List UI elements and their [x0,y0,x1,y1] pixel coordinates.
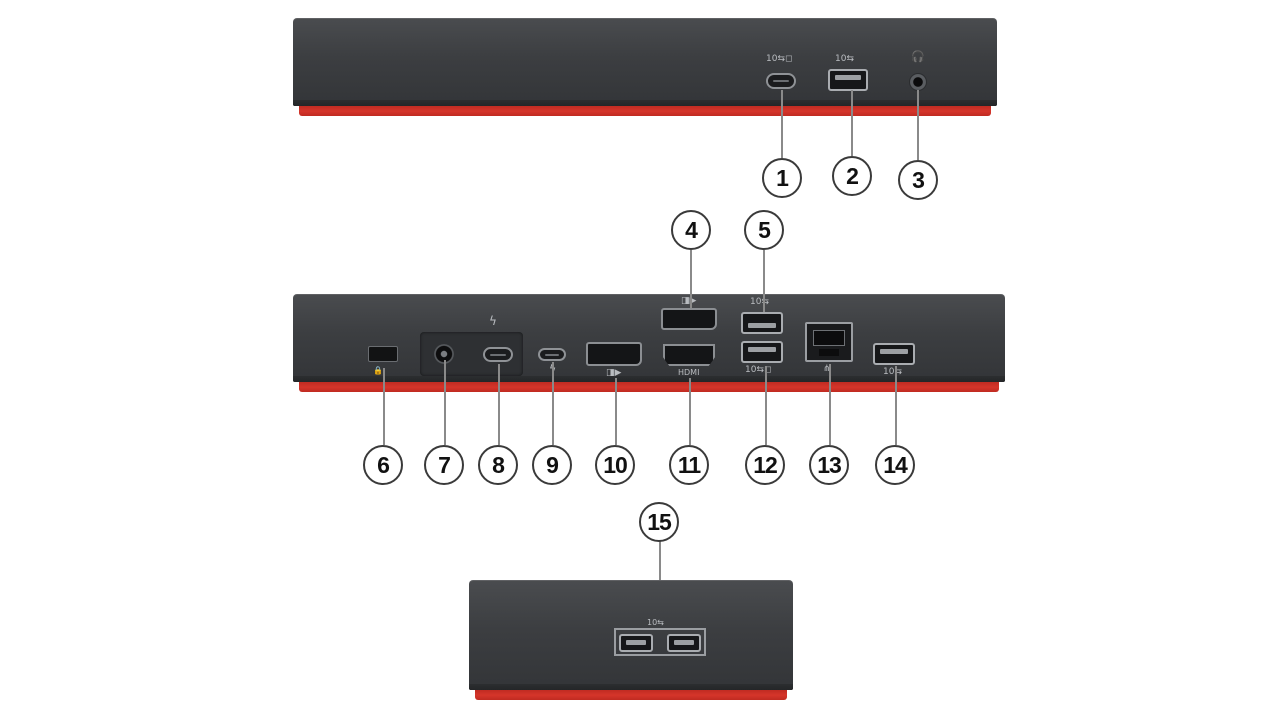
hdmi-label: HDMI [678,368,700,377]
leader-line-14 [895,366,897,445]
callout-6: 6 [363,445,403,485]
callout-2: 2 [832,156,872,196]
callout-5: 5 [744,210,784,250]
dock-side-view: 10⇆ [469,580,793,700]
leader-line-11 [689,378,691,445]
thunderbolt-laptop-icon: ϟ [489,314,497,328]
security-lock-slot [368,346,398,362]
callout-12: 12 [745,445,785,485]
usb-a-port-side-right [667,634,701,652]
usb-pair-label-icon: 10⇆ [647,618,664,627]
leader-line-12 [765,366,767,445]
leader-line-5 [763,250,765,312]
callout-15: 15 [639,502,679,542]
ethernet-icon: ⋔ [823,364,831,374]
hdmi-port [663,344,715,366]
ethernet-port [805,322,853,362]
usb-a-label-icon: 10⇆ [883,367,902,377]
leader-line-3 [917,90,919,160]
callout-1: 1 [762,158,802,198]
usb-a-pair-frame [614,628,706,656]
leader-line-7 [444,360,446,445]
dock-rear-view: 🔒 ϟ ϟ ◨▶ ◨▶ HDMI 10⇆ 10⇆◻ ⋔ 10⇆ [293,294,1005,392]
leader-line-13 [829,364,831,445]
displayport-port-upper [661,308,717,330]
leader-line-8 [498,364,500,445]
usb-a-port-front [828,69,868,91]
usb-c-label-icon: 10⇆◻ [745,365,772,375]
usb-a-port-side-left [619,634,653,652]
thunderbolt-usb-c-port [538,348,566,361]
leader-line-4 [690,250,692,308]
leader-line-9 [552,362,554,445]
callout-14: 14 [875,445,915,485]
displayport-icon-upper: ◨▶ [681,296,697,306]
callout-10: 10 [595,445,635,485]
headset-icon: 🎧 [911,50,925,63]
dc-power-input [434,344,454,364]
leader-line-2 [851,90,853,156]
callout-4: 4 [671,210,711,250]
callout-8: 8 [478,445,518,485]
usb-a-port-lower [741,341,783,363]
dock-front-view: 10⇆◻ 10⇆ 🎧 [293,18,997,116]
audio-jack-port [909,73,927,91]
callout-11: 11 [669,445,709,485]
usb-a-port-rear-right [873,343,915,365]
usb-a-label-icon: 10⇆ [750,297,769,307]
callout-9: 9 [532,445,572,485]
usb-c-label-icon: 10⇆◻ [766,54,793,64]
usb-a-port-upper [741,312,783,334]
callout-7: 7 [424,445,464,485]
displayport-port-lower [586,342,642,366]
leader-line-6 [383,368,385,445]
usb-c-upstream-port [483,347,513,362]
leader-line-10 [615,378,617,445]
callout-13: 13 [809,445,849,485]
displayport-icon-lower: ◨▶ [606,368,622,378]
usb-c-port-front [766,73,796,89]
lock-icon: 🔒 [373,366,383,375]
callout-3: 3 [898,160,938,200]
leader-line-1 [781,90,783,158]
usb-a-label-icon: 10⇆ [835,54,854,64]
